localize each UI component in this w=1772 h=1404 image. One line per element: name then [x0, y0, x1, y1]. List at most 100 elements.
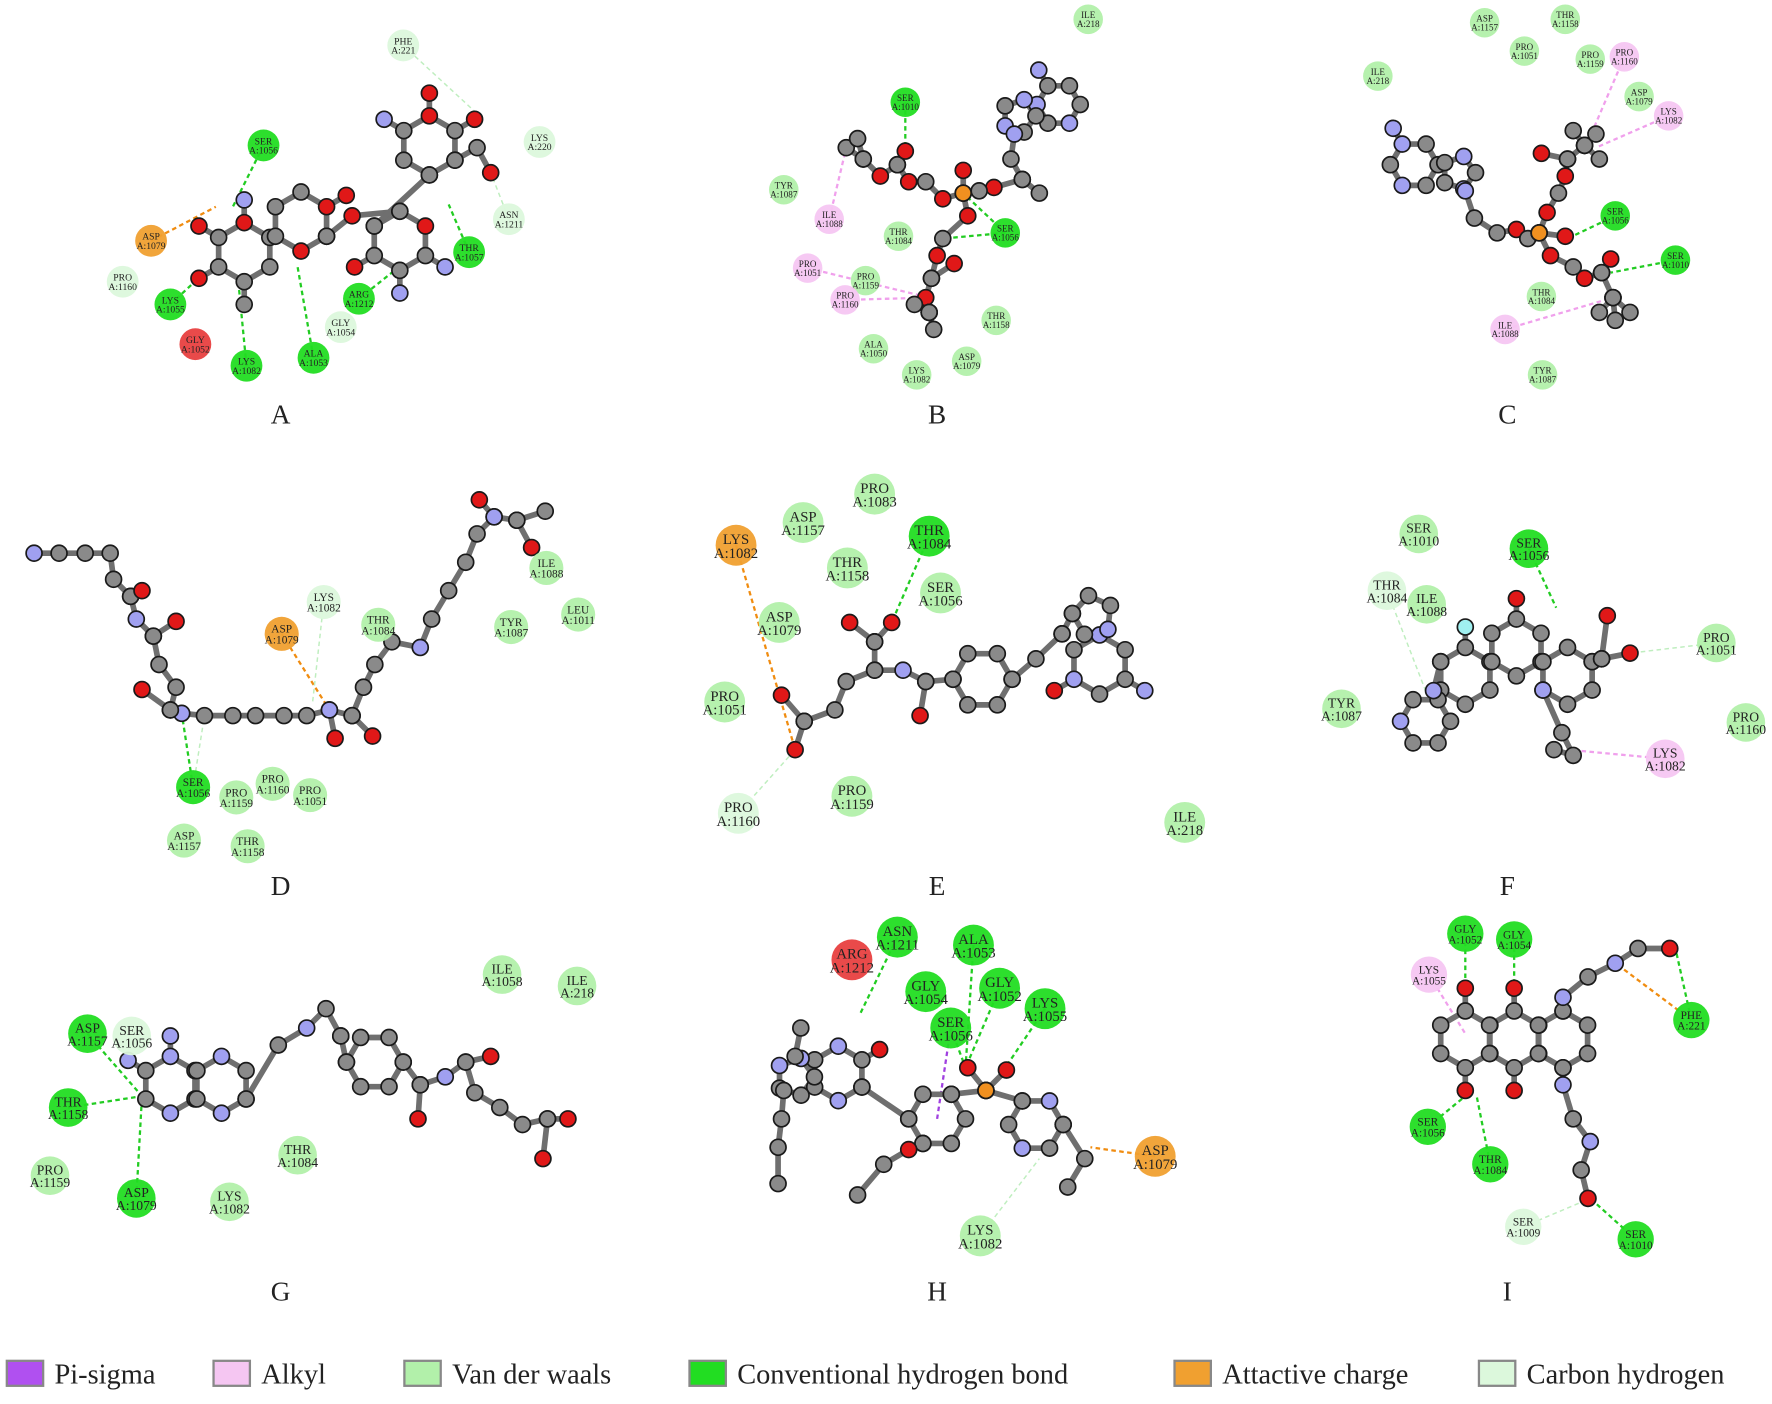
residue-id: A:1084	[1366, 590, 1407, 605]
residue-id: A:1056	[929, 1029, 973, 1045]
residue-name: LYS	[909, 366, 925, 376]
residue-name: ARG	[836, 947, 867, 963]
residue-circle-vdw	[769, 174, 799, 205]
residue-name: LYS	[1661, 107, 1677, 117]
residue-id: A:1054	[1497, 940, 1531, 952]
legend-swatch	[5, 1359, 45, 1387]
residue-name: GLY	[186, 335, 205, 346]
atom-P	[977, 1081, 995, 1100]
residue-id: A:1087	[1321, 708, 1362, 723]
atom-C	[411, 1075, 430, 1094]
atom-C	[237, 1061, 255, 1080]
residue-id: A:1084	[1528, 296, 1556, 306]
residue-id: A:1212	[830, 960, 874, 976]
interaction-line-charge	[734, 544, 797, 751]
atom-O	[911, 706, 929, 725]
atom-C	[956, 1110, 975, 1128]
atom-F	[1456, 618, 1475, 636]
residue-id: A:1158	[1552, 19, 1579, 29]
atom-C	[999, 1115, 1018, 1134]
residue-circle-vdw	[831, 775, 873, 817]
legend-label: Alkyl	[261, 1360, 326, 1391]
residue-id: A:1159	[219, 798, 253, 810]
atom-C	[1071, 95, 1090, 114]
residue-circle-charge	[264, 616, 299, 651]
residue-id: A:1084	[907, 537, 952, 553]
residue-circle-vdw	[255, 766, 290, 801]
residue-id: A:1160	[108, 282, 137, 293]
atom-C	[916, 672, 935, 691]
residue-id: A:1159	[1577, 59, 1604, 69]
residue-id: A:1055	[156, 305, 185, 316]
residue-circle-hbond	[1617, 1221, 1654, 1258]
residue-name: LEU	[567, 604, 589, 616]
atom-C	[1058, 1178, 1077, 1196]
atom-C	[1564, 1110, 1583, 1128]
bond	[859, 1084, 912, 1122]
atom-O	[1505, 979, 1523, 998]
panel-D: ILEA:1088LEUA:1011LYSA:1082ASPA:1079THRA…	[166, 550, 596, 864]
residue-circle-vdw	[782, 502, 824, 543]
atom-O	[899, 172, 918, 191]
atom-C	[1075, 1149, 1094, 1168]
residue-name: THR	[889, 227, 908, 237]
legend-item-hbond: Conventional hydrogen bond	[688, 1360, 1068, 1391]
atom-C	[380, 1077, 398, 1096]
atom-C	[958, 696, 977, 714]
residue-id: A:1051	[1696, 643, 1737, 658]
atom-O	[481, 1047, 500, 1066]
residue-circle-hbond	[1024, 988, 1066, 1030]
residue-circle-alkyl	[814, 204, 844, 235]
atom-C	[1488, 224, 1506, 242]
residue-id: A:1084	[885, 236, 913, 246]
atom-C	[391, 202, 409, 221]
atom-C	[508, 511, 526, 530]
panel-label-A: A	[271, 400, 291, 430]
atom-O	[522, 538, 541, 557]
atom-C	[1404, 734, 1422, 752]
atom-C	[1575, 136, 1594, 155]
atom-O	[326, 729, 344, 748]
atom-C	[394, 151, 413, 169]
residue-circle-vdw	[1509, 36, 1540, 66]
residue-circle-hbond	[990, 218, 1021, 248]
residue-id: A:1050	[860, 348, 888, 358]
residue-id: A:1052	[977, 989, 1021, 1005]
residue-id: A:221	[1677, 1021, 1705, 1033]
residue-circle-charge	[1134, 1135, 1176, 1177]
atom-C	[1558, 150, 1577, 168]
legend-label: Conventional hydrogen bond	[737, 1360, 1068, 1391]
residue-id: A:1052	[1448, 934, 1482, 946]
atom-C	[188, 1090, 206, 1108]
atom-O	[534, 1149, 552, 1168]
residue-id: A:1159	[852, 280, 879, 290]
atom-N	[1554, 1075, 1572, 1094]
residue-id: A:1082	[232, 366, 261, 377]
residue-id: A:1088	[1406, 604, 1447, 619]
panel-label-C: C	[1498, 400, 1516, 430]
atom-O	[1505, 1081, 1523, 1100]
legend-label: Van der waals	[452, 1360, 611, 1391]
atom-C	[1529, 1044, 1548, 1063]
atom-C	[916, 172, 935, 191]
atom-N	[485, 508, 503, 526]
atom-C	[848, 129, 867, 148]
atom-N	[1065, 670, 1083, 689]
residue-name: SER	[119, 1023, 145, 1038]
